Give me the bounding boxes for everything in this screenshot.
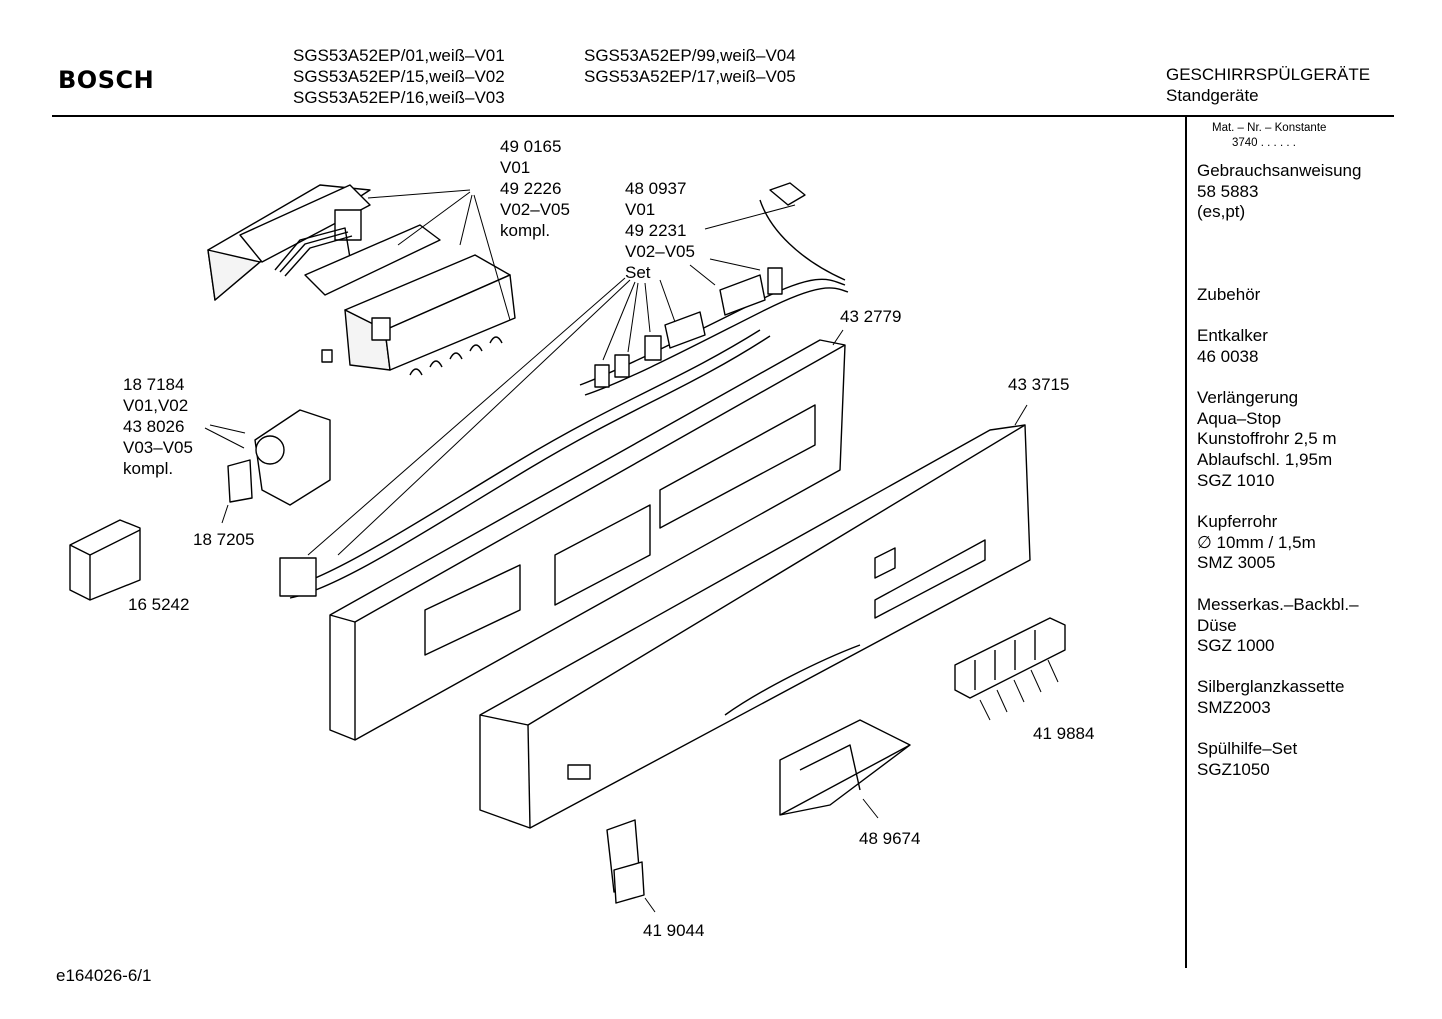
- dispenser-cover-drawing: [779, 719, 911, 816]
- side-line: Kupferrohr: [1197, 512, 1278, 531]
- side-line: SGZ1050: [1197, 759, 1270, 779]
- side-line: Düse: [1197, 615, 1237, 635]
- mat-number-label: Mat. – Nr. – Konstante: [1212, 122, 1327, 134]
- part-number: 49 2226: [500, 179, 562, 198]
- part-label-419884: 41 9884: [1033, 724, 1095, 743]
- side-line: Spülhilfe–Set: [1197, 739, 1298, 758]
- model-list-2: SGS53A52EP/99,weiß–V04 SGS53A52EP/17,wei…: [584, 45, 796, 87]
- model-item: SGS53A52EP/17,weiß–V05: [584, 67, 796, 86]
- extension-block: Verlängerung Aqua–Stop Kunstoffrohr 2,5 …: [1197, 388, 1337, 492]
- electronic-module-drawing: [207, 184, 516, 376]
- side-line: Verlängerung: [1197, 388, 1299, 407]
- part-label-electronic-module: 49 0165 V01 49 2226 V02–V05 kompl.: [500, 136, 570, 241]
- part-label-165242: 16 5242: [128, 595, 190, 614]
- silver-cassette-block: Silberglanzkassette SMZ2003: [1197, 677, 1344, 718]
- part-number: 48 0937: [625, 179, 687, 198]
- switch-drawing: [69, 519, 141, 601]
- motor-valve-drawing: [227, 409, 331, 506]
- side-line: Zubehör: [1197, 285, 1261, 304]
- part-variant: V01: [625, 200, 656, 219]
- side-line: ∅ 10mm / 1,5m: [1197, 532, 1316, 552]
- side-line: Gebrauchsanweisung: [1197, 161, 1362, 180]
- model-item: SGS53A52EP/16,weiß–V03: [293, 88, 505, 107]
- brand-logo: BOSCH: [58, 66, 155, 94]
- side-line: SMZ 3005: [1197, 553, 1276, 573]
- manual-block: Gebrauchsanweisung 58 5883 (es,pt): [1197, 161, 1361, 223]
- sidebar-divider: [1185, 116, 1187, 968]
- part-label-489674: 48 9674: [859, 829, 921, 848]
- leader-lines: [204, 189, 1059, 913]
- model-item: SGS53A52EP/01,weiß–V01: [293, 46, 505, 65]
- header-divider: [52, 115, 1394, 117]
- part-variant: V01,V02: [123, 396, 189, 415]
- model-list-1: SGS53A52EP/01,weiß–V01 SGS53A52EP/15,wei…: [293, 45, 505, 108]
- button-strip-drawing: [954, 617, 1066, 699]
- category-title: GESCHIRRSPÜLGERÄTE: [1166, 65, 1371, 84]
- side-line: Entkalker: [1197, 326, 1268, 345]
- part-label-187205: 18 7205: [193, 530, 255, 549]
- part-note: kompl.: [123, 459, 174, 478]
- part-label-cable-harness: 48 0937 V01 49 2231 V02–V05 Set: [625, 178, 695, 283]
- side-line: SMZ2003: [1197, 697, 1271, 717]
- model-item: SGS53A52EP/99,weiß–V04: [584, 46, 796, 65]
- front-panel-drawing: [479, 424, 1031, 829]
- mat-number-value: 3740 . . . . . .: [1232, 137, 1296, 149]
- part-number: 49 2231: [625, 221, 687, 240]
- cable-harness-drawing: [279, 182, 849, 599]
- category-heading: GESCHIRRSPÜLGERÄTE Standgeräte: [1166, 64, 1370, 106]
- document-id: e164026-6/1: [56, 966, 152, 985]
- side-line: SGZ 1000: [1197, 636, 1275, 656]
- copper-pipe-block: Kupferrohr ∅ 10mm / 1,5m SMZ 3005: [1197, 512, 1316, 574]
- side-line: Kunstoffrohr 2,5 m: [1197, 429, 1337, 449]
- side-line: 46 0038: [1197, 346, 1259, 366]
- accessories-heading: Zubehör: [1197, 285, 1260, 306]
- side-line: Ablaufschl. 1,95m: [1197, 450, 1333, 470]
- side-line: Messerkas.–Backbl.–: [1197, 595, 1359, 614]
- part-number: 18 7184: [123, 375, 185, 394]
- part-label-433715: 43 3715: [1008, 375, 1070, 394]
- side-line: Aqua–Stop: [1197, 408, 1282, 428]
- part-number: 49 0165: [500, 137, 562, 156]
- model-item: SGS53A52EP/15,weiß–V02: [293, 67, 505, 86]
- side-line: 58 5883: [1197, 181, 1259, 201]
- panel-frame-drawing: [329, 339, 846, 741]
- rinse-aid-block: Spülhilfe–Set SGZ1050: [1197, 739, 1297, 780]
- part-label-432779: 43 2779: [840, 307, 902, 326]
- side-line: SGZ 1010: [1197, 470, 1275, 490]
- category-subtitle: Standgeräte: [1166, 86, 1259, 105]
- latch-drawing: [606, 819, 645, 904]
- part-note: kompl.: [500, 221, 551, 240]
- part-note: Set: [625, 263, 651, 282]
- part-variant: V02–V05: [625, 242, 695, 261]
- part-label-419044: 41 9044: [643, 921, 705, 940]
- part-number: 43 8026: [123, 417, 185, 436]
- side-line: Silberglanzkassette: [1197, 677, 1345, 696]
- descaler-block: Entkalker 46 0038: [1197, 326, 1268, 367]
- part-variant: V03–V05: [123, 438, 193, 457]
- nozzle-block: Messerkas.–Backbl.– Düse SGZ 1000: [1197, 595, 1359, 657]
- part-variant: V01: [500, 158, 531, 177]
- side-line: (es,pt): [1197, 202, 1246, 222]
- part-label-motor-valve: 18 7184 V01,V02 43 8026 V03–V05 kompl.: [123, 374, 193, 479]
- part-variant: V02–V05: [500, 200, 570, 219]
